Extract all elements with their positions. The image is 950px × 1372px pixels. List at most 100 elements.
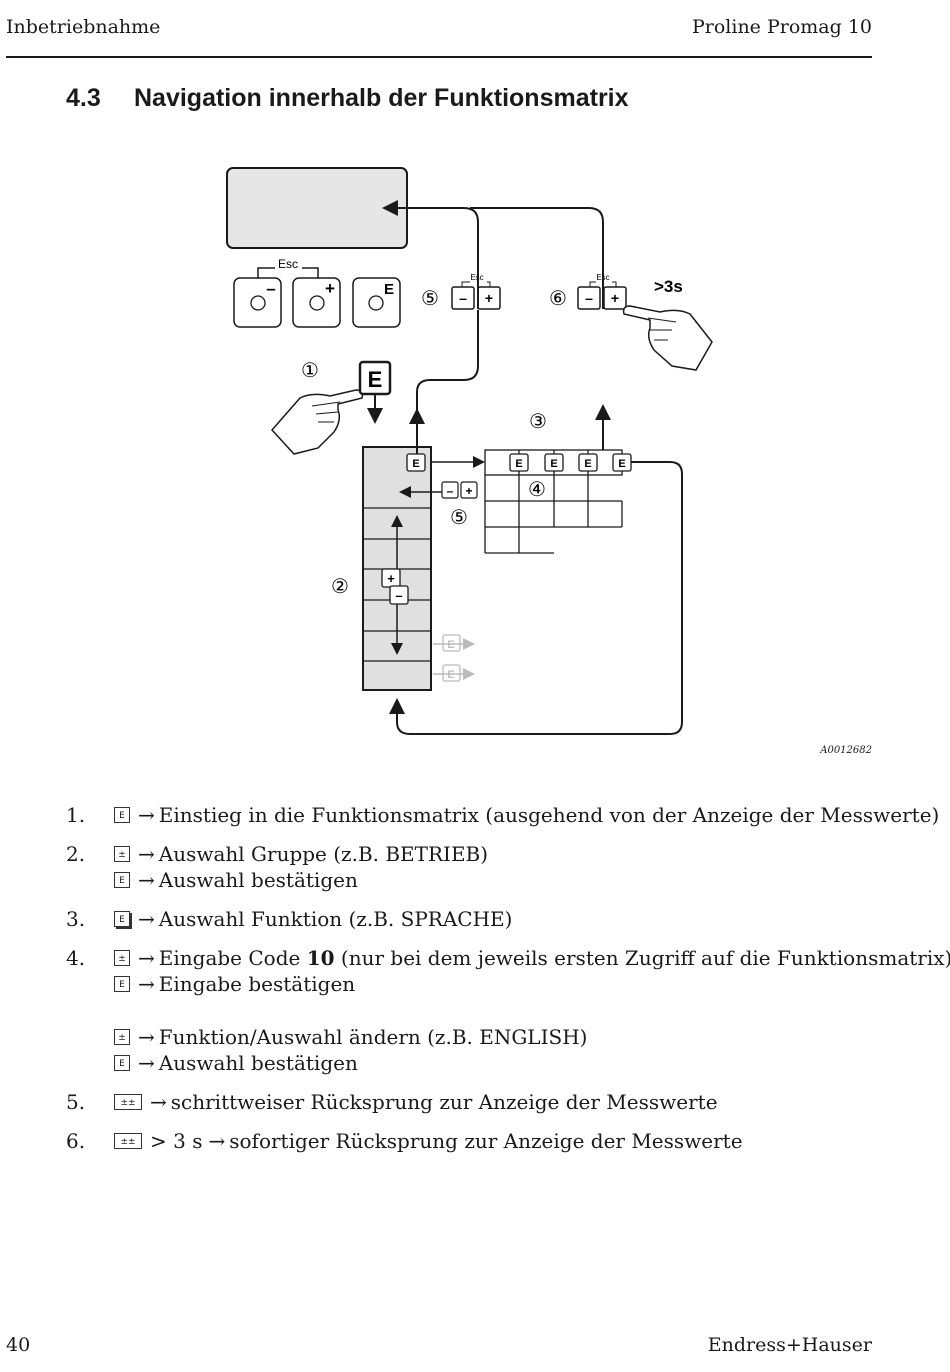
arrow-icon: → [138, 972, 155, 996]
plus-minus-key-icon: ± [114, 1029, 130, 1045]
svg-text:E: E [412, 458, 419, 470]
header-left: Inbetriebnahme [6, 16, 161, 38]
svg-text:E: E [584, 458, 591, 470]
header-rule [6, 56, 872, 58]
enter-button[interactable]: E [352, 277, 401, 328]
step-line: ±± → schrittweiser Rücksprung zur Anzeig… [114, 1089, 718, 1115]
arrow-icon: → [138, 946, 155, 970]
duration-label: >3s [654, 277, 683, 296]
duration-text: > 3 s [150, 1129, 203, 1153]
step-text: Einstieg in die Funktionsmatrix (ausgehe… [158, 803, 940, 827]
plus-minus-key-icon: ± [114, 846, 130, 862]
arrow-icon: → [138, 868, 155, 892]
svg-text:+: + [387, 571, 395, 586]
svg-text:+: + [485, 290, 493, 306]
step-list: 1. E → Einstieg in die Funktionsmatrix (… [66, 802, 950, 1167]
arrow-icon: → [138, 1025, 155, 1049]
step-text: Auswahl Funktion (z.B. SPRACHE) [158, 907, 513, 931]
step-line: E → Auswahl bestätigen [114, 1050, 950, 1076]
enter-stack-key-icon: E [114, 911, 130, 927]
plus-label: + [325, 279, 335, 298]
group-up-to-return [416, 310, 479, 454]
enter-key-icon: E [114, 872, 130, 888]
step-number: 2. [66, 842, 86, 866]
callout-5-top: ⑤ [421, 286, 439, 310]
step-text: Auswahl Gruppe (z.B. BETRIEB) [158, 842, 489, 866]
callout-3: ③ [529, 409, 547, 433]
minus-button[interactable]: – [233, 277, 282, 328]
svg-text:–: – [447, 484, 454, 498]
step-line: E → Auswahl Funktion (z.B. SPRACHE) [114, 906, 512, 932]
callout-4: ④ [528, 477, 546, 501]
navigation-diagram: Esc – + E ① ② ③ ④ ⑤ ⑤ ⑥ Esc – + Esc – + … [226, 167, 713, 735]
section-title: 4.3 Navigation innerhalb der Funktionsmat… [66, 84, 629, 113]
step-line: ±± > 3 s → sofortiger Rücksprung zur Anz… [114, 1128, 743, 1154]
callout-1: ① [301, 358, 319, 382]
enter-key-icon: E [114, 976, 130, 992]
faded-e-arrows: E E [433, 634, 475, 682]
svg-text:–: – [585, 290, 593, 306]
small-minus-plus-keys: – + [441, 481, 478, 499]
hand-right-icon [622, 305, 713, 371]
step-text: Auswahl bestätigen [158, 1051, 358, 1075]
minus-label: – [266, 279, 275, 298]
plus-minus-key-icon: ± [114, 950, 130, 966]
enter-key-icon: E [114, 807, 130, 823]
esc-keys-icon: ±± [114, 1094, 142, 1110]
step-text: Auswahl bestätigen [158, 868, 358, 892]
step-number: 5. [66, 1090, 86, 1114]
enter-label: E [384, 281, 394, 298]
step-text: Eingabe bestätigen [158, 972, 356, 996]
callout-5-bottom: ⑤ [450, 505, 468, 529]
return-path-6 [470, 207, 604, 309]
svg-text:–: – [459, 290, 467, 306]
page-number: 40 [6, 1334, 31, 1356]
matrix-e-keys: E E E E [509, 453, 632, 472]
code-value: 10 [306, 946, 335, 970]
step-number: 3. [66, 907, 86, 931]
callout-2: ② [331, 574, 349, 598]
callout-6: ⑥ [549, 286, 567, 310]
step-1: 1. E → Einstieg in die Funktionsmatrix (… [66, 802, 950, 828]
step-line: ± → Funktion/Auswahl ändern (z.B. ENGLIS… [114, 1024, 950, 1050]
section-title-text: Navigation innerhalb der Funktionsmatrix [134, 84, 629, 112]
plus-minus-keys: + – [381, 568, 409, 605]
step-text: (nur bei dem jeweils ersten Zugriff auf … [334, 946, 950, 970]
step-2: 2. ± → Auswahl Gruppe (z.B. BETRIEB) E →… [66, 841, 950, 893]
arrow-icon: → [208, 1129, 226, 1153]
step-5: 5. ±± → schrittweiser Rücksprung zur Anz… [66, 1089, 950, 1115]
arrow-icon: → [138, 842, 155, 866]
step-number: 6. [66, 1129, 86, 1153]
figure-id: A0012682 [820, 745, 872, 756]
step-text: sofortiger Rücksprung zur Anzeige der Me… [229, 1129, 743, 1153]
esc-bracket [257, 267, 319, 278]
matrix-loop-back [389, 461, 683, 735]
step-number: 4. [66, 946, 86, 970]
step-number: 1. [66, 803, 86, 827]
step-text: schrittweiser Rücksprung zur Anzeige der… [170, 1090, 718, 1114]
arrow-icon: → [138, 803, 155, 827]
device-display [226, 167, 408, 249]
svg-text:E: E [447, 639, 454, 651]
arrow-icon: → [138, 1051, 155, 1075]
step-line: E → Eingabe bestätigen [114, 971, 950, 997]
step-line: ± → Auswahl Gruppe (z.B. BETRIEB) [114, 841, 488, 867]
section-number: 4.3 [66, 84, 101, 112]
arrow-icon: → [138, 907, 155, 931]
svg-text:E: E [447, 669, 454, 681]
step-line: E → Einstieg in die Funktionsmatrix (aus… [114, 802, 939, 828]
step-text-before: Eingabe Code [158, 946, 307, 970]
hand-left-icon [270, 389, 364, 455]
svg-text:E: E [515, 458, 522, 470]
esc-label: Esc [278, 257, 298, 271]
svg-text:E: E [368, 367, 383, 392]
step-line: ± → Eingabe Code 10 (nur bei dem jeweils… [114, 945, 950, 971]
esc-keys-icon: ±± [114, 1133, 142, 1149]
step-4: 4. ± → Eingabe Code 10 (nur bei dem jewe… [66, 945, 950, 1076]
footer-brand: Endress+Hauser [707, 1334, 872, 1356]
return-path-5 [382, 200, 479, 309]
esc-keys-5: Esc – + [451, 273, 501, 310]
arrow-icon: → [150, 1090, 167, 1114]
plus-button[interactable]: + [292, 277, 341, 328]
step-line: E → Auswahl bestätigen [114, 867, 488, 893]
